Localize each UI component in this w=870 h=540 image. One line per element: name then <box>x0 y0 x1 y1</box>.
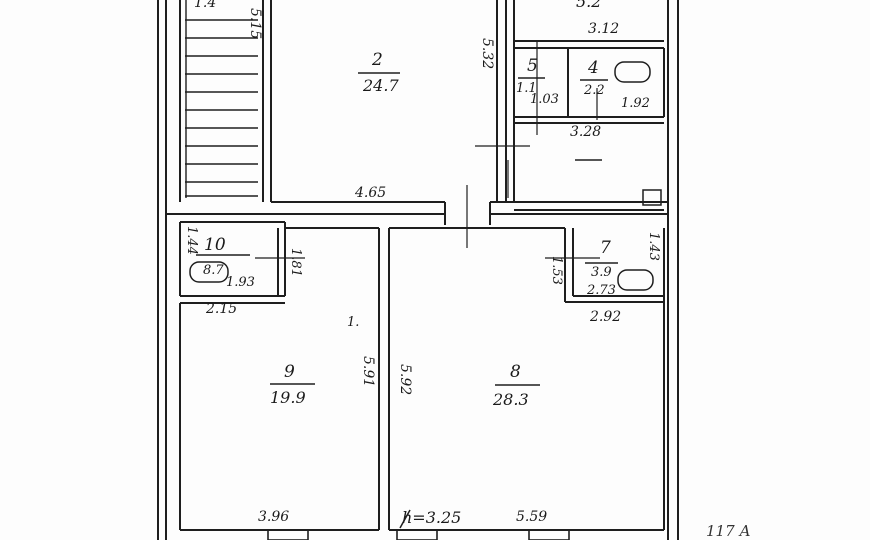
sink-fixture-6 <box>642 189 662 206</box>
room-9-number: 9 <box>284 362 295 382</box>
room-10-number: 10 <box>204 235 226 255</box>
room-9-height-dim: 5.91 <box>360 356 376 388</box>
room-8-area: 28.3 <box>493 390 529 409</box>
room-9-area: 19.9 <box>270 388 306 407</box>
room-2-number: 2 <box>372 50 383 70</box>
room-3-width-dim: 3.12 <box>588 21 620 37</box>
room-7-dim-c: 2.73 <box>587 283 616 298</box>
room-4-width-dim: 1.92 <box>621 96 650 111</box>
room-7-area: 3.9 <box>591 265 612 280</box>
room-10-area: 8.7 <box>203 263 224 278</box>
room-7-dim-a: 1.53 <box>549 256 564 285</box>
room-2-height-dim: 5.32 <box>479 38 495 70</box>
stairs-length-label: 5.15 <box>247 8 263 40</box>
room-10-dim-b: 1.81 <box>288 248 303 277</box>
room-4-area: 2.2 <box>584 83 605 98</box>
stairs-width-label: 1.4 <box>194 0 217 11</box>
room-9-width-dim: 3.96 <box>258 509 290 525</box>
room-2-area: 24.7 <box>363 76 399 95</box>
signature: 117 А <box>706 522 751 540</box>
stair-steps <box>185 0 258 198</box>
room-8-width-dim: 5.59 <box>516 509 548 525</box>
room-7-dim-b: 1.43 <box>646 232 661 261</box>
room-5-width-dim: 1.03 <box>530 92 559 107</box>
room-8-number: 8 <box>510 362 521 382</box>
window-8b <box>528 529 570 540</box>
room-10-dim-c: 1.93 <box>226 275 255 290</box>
room-7-number: 7 <box>600 238 611 258</box>
ceiling-height-label: h=3.25 <box>402 508 462 527</box>
room-7-dim-d: 2.92 <box>590 309 622 325</box>
ceiling-slash <box>399 509 411 529</box>
room-5-area: 1.1 <box>516 81 537 96</box>
room-10-dim-a: 1.44 <box>184 226 199 255</box>
toilet-fixture-7 <box>617 269 654 291</box>
window-9 <box>267 529 309 540</box>
toilet-fixture-10 <box>189 261 229 283</box>
room-3-area: 5.2 <box>576 0 602 11</box>
room-2-width-dim: 4.65 <box>355 185 387 201</box>
room-4-number: 4 <box>588 58 599 78</box>
room-10-dim-d: 2.15 <box>206 301 238 317</box>
window-8a <box>396 529 438 540</box>
room-8-height-dim: 5.92 <box>397 364 413 396</box>
room-9-mark: 1. <box>347 315 360 330</box>
room-6-width-dim: 3.28 <box>570 124 602 140</box>
room-5-number: 5 <box>527 56 538 76</box>
toilet-fixture-4 <box>614 61 651 83</box>
